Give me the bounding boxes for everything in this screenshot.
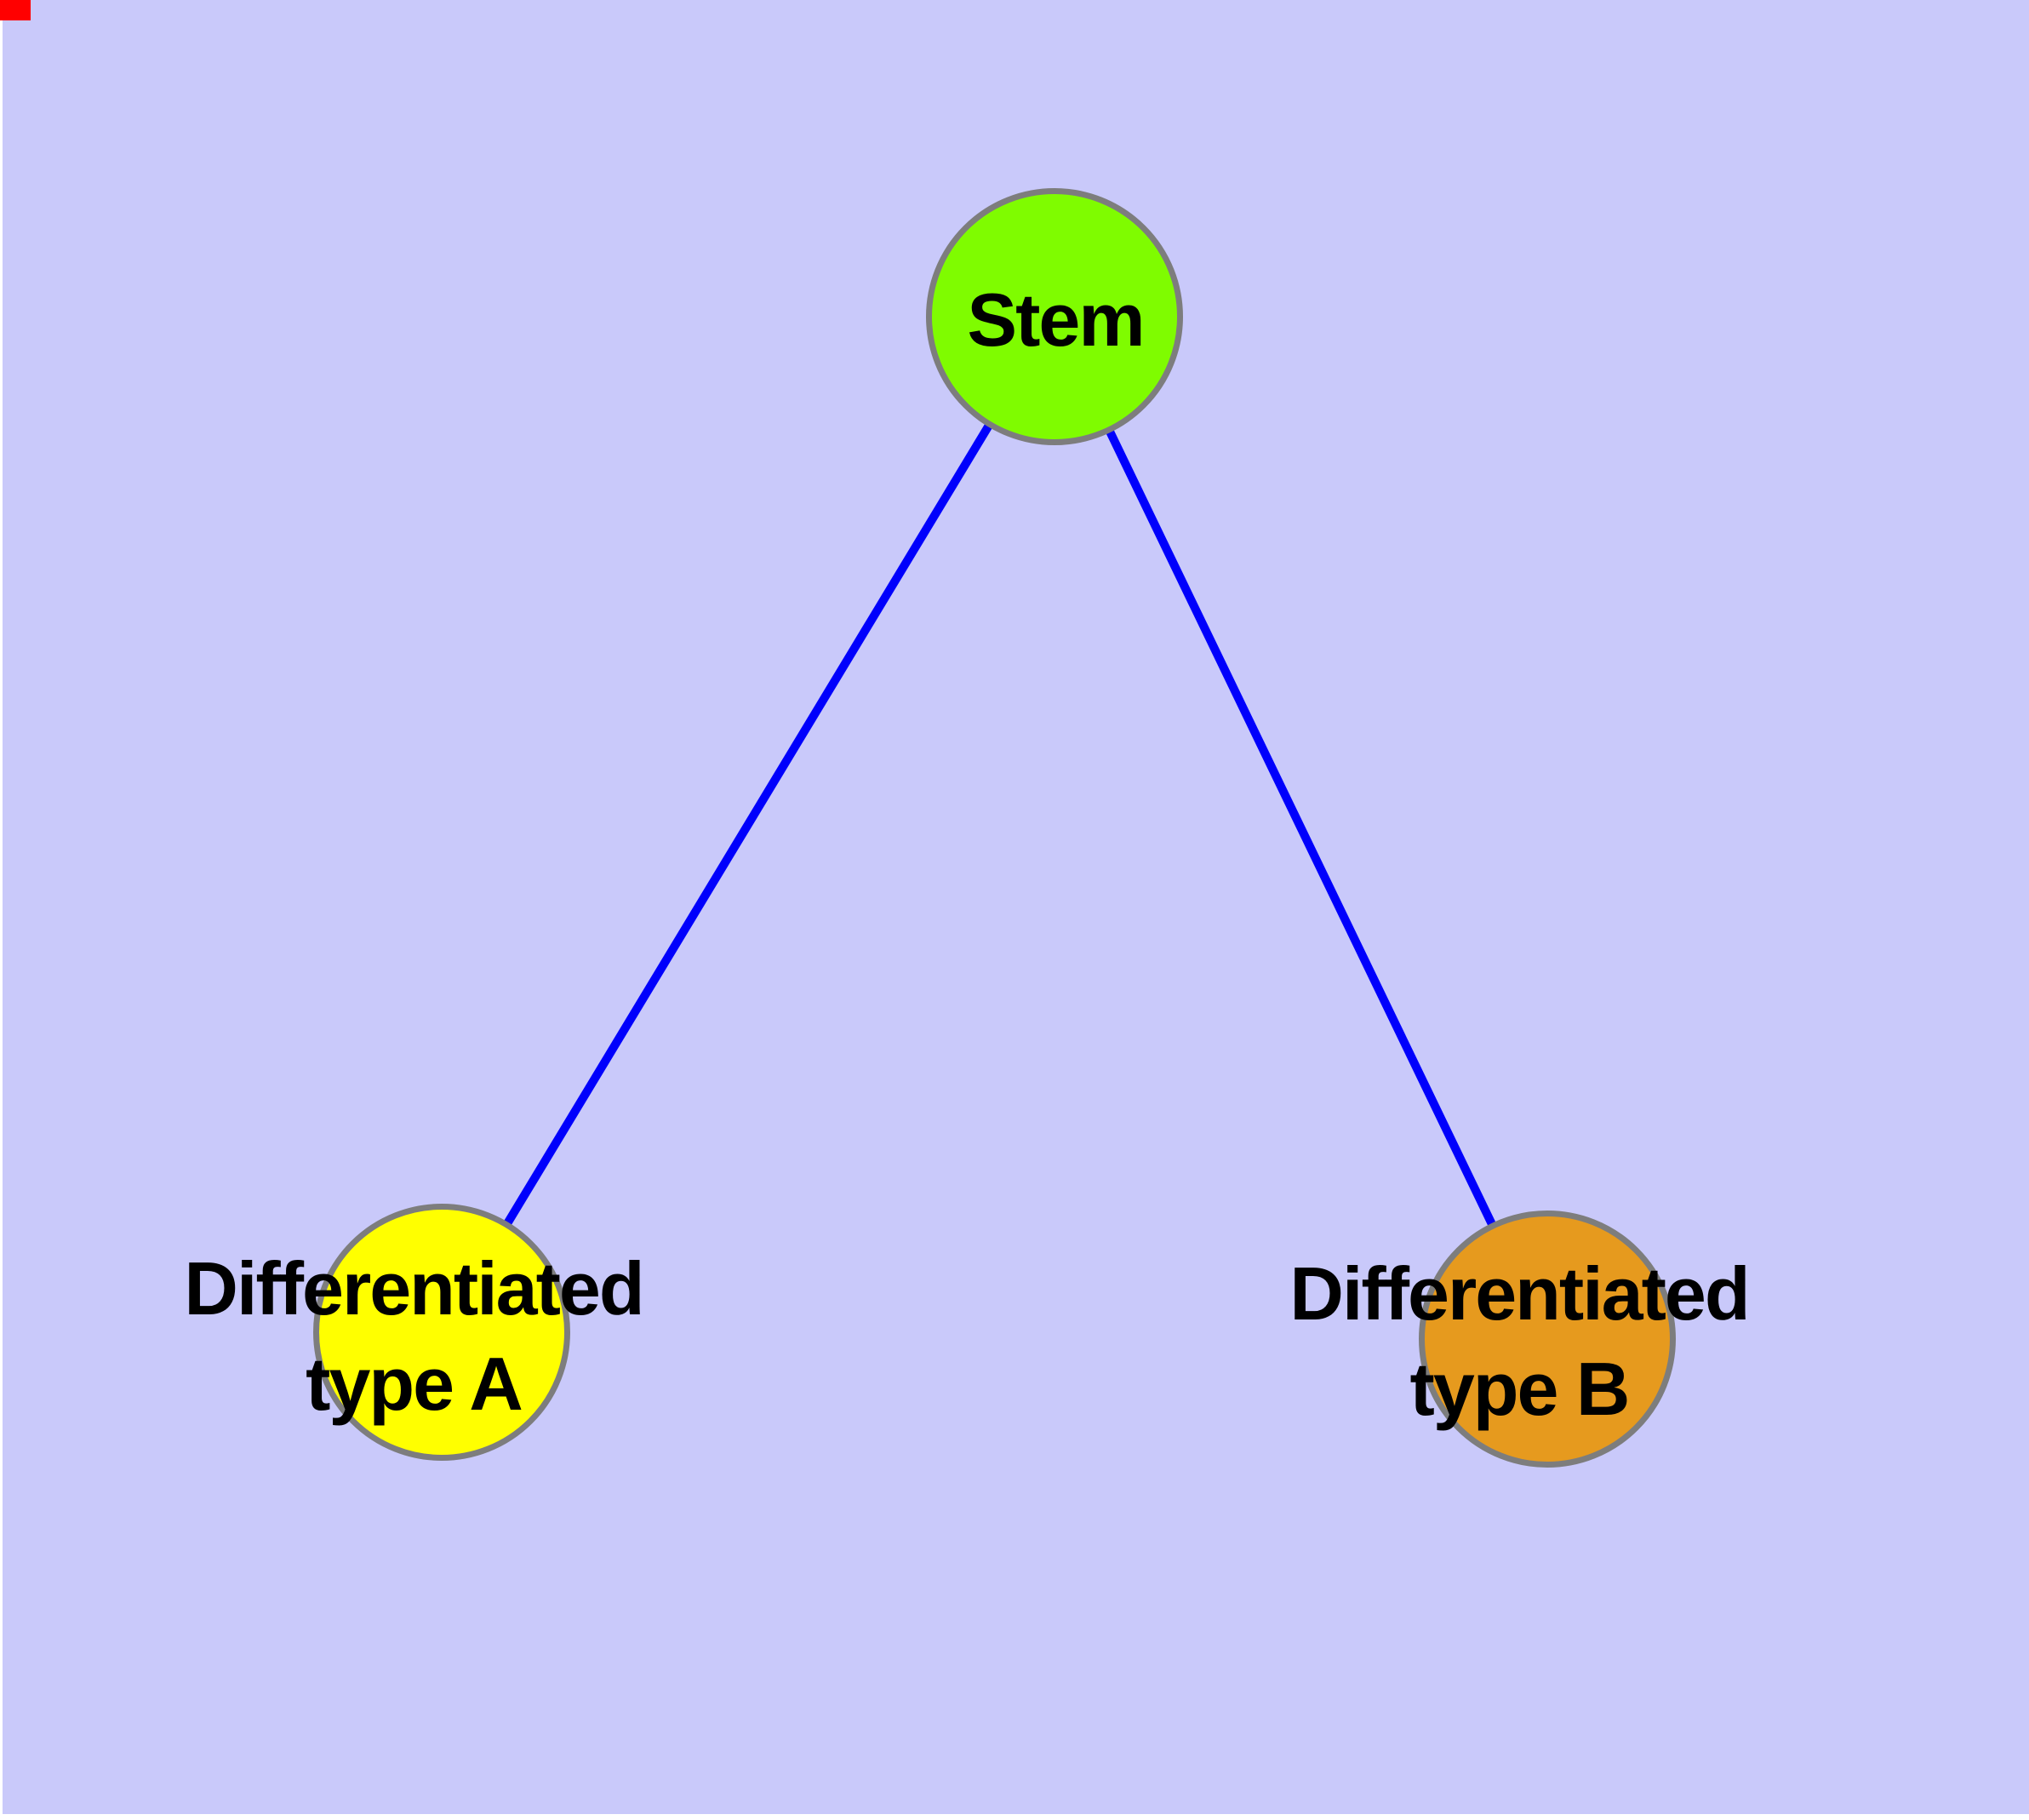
label-line: Differentiated — [184, 1246, 644, 1331]
node-differentiated-type-b[interactable] — [1419, 1210, 1676, 1468]
node-label-type-a: Differentiated type A — [184, 1241, 644, 1432]
edge-stem-to-type-b — [1050, 314, 1552, 1342]
label-line: Differentiated — [1289, 1251, 1750, 1336]
node-stem[interactable] — [926, 188, 1183, 445]
edge-stem-to-type-a — [437, 314, 1059, 1335]
node-label-stem: Stem — [967, 272, 1145, 368]
label-line: type B — [1409, 1347, 1631, 1431]
label-line: type A — [306, 1342, 523, 1426]
label-line: Stem — [967, 278, 1145, 362]
node-differentiated-type-a[interactable] — [313, 1204, 570, 1461]
node-label-type-b: Differentiated type B — [1289, 1246, 1750, 1437]
corner-marker — [0, 0, 31, 20]
